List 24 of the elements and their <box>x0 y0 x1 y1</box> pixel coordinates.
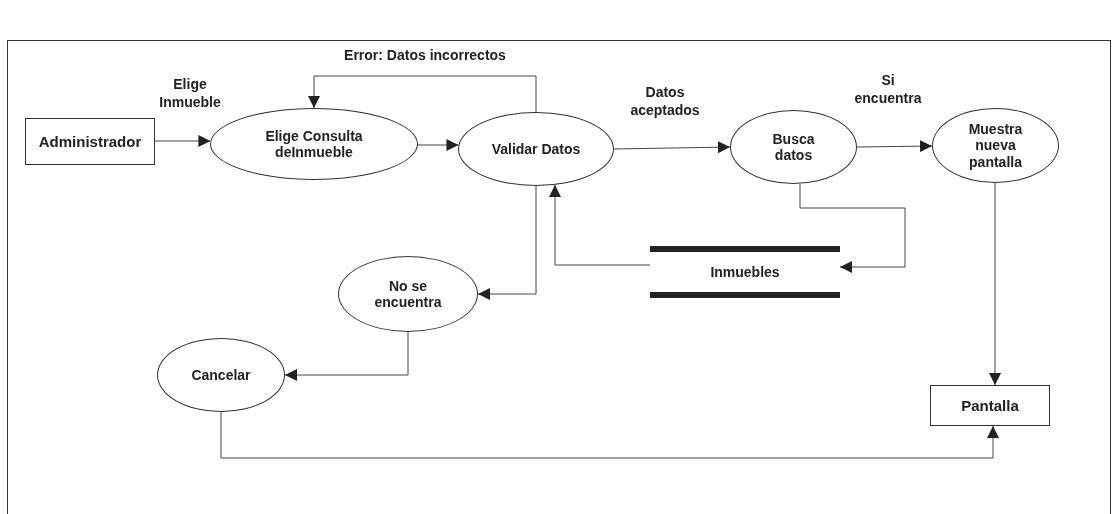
arrow <box>856 140 933 153</box>
arrow <box>989 182 1001 386</box>
arrow <box>284 331 409 381</box>
process-ellipse: Cancelar <box>157 338 285 412</box>
edge-label: Datos aceptados <box>629 84 701 119</box>
arrow <box>154 135 211 147</box>
edge-label: Error: Datos incorrectos <box>343 47 507 65</box>
arrow <box>477 185 537 300</box>
arrow <box>549 184 651 266</box>
arrow <box>613 141 731 154</box>
arrow <box>308 75 537 113</box>
data-store: Inmuebles <box>650 246 840 298</box>
edge-label: Elige Inmueble <box>158 76 222 111</box>
process-ellipse: Elige Consulta deInmueble <box>210 108 418 180</box>
arrow <box>417 139 459 151</box>
process-ellipse: No se encuentra <box>338 256 478 332</box>
edge-label: Si encuentra <box>853 72 923 107</box>
process-ellipse: Validar Datos <box>458 112 614 186</box>
process-ellipse: Muestra nueva pantalla <box>932 108 1059 183</box>
process-ellipse: Busca datos <box>730 110 857 184</box>
arrow <box>220 411 999 459</box>
process-box: Administrador <box>25 118 155 165</box>
arrow <box>799 183 906 273</box>
process-box: Pantalla <box>930 385 1050 426</box>
